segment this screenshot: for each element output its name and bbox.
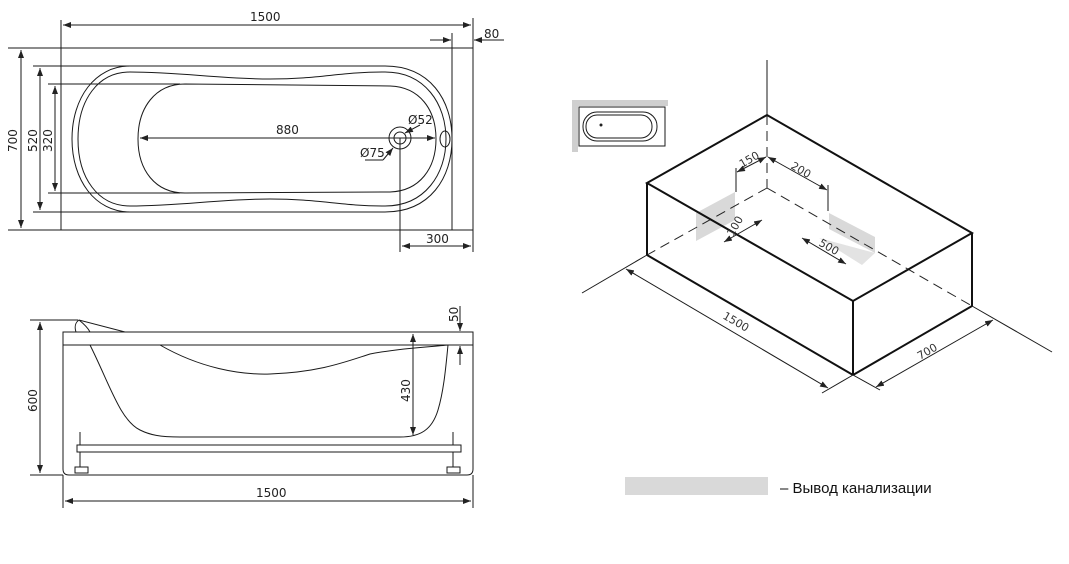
height-label: 600 xyxy=(26,389,40,412)
dim-200-label: 200 xyxy=(789,159,814,181)
width-label: 700 xyxy=(6,129,20,152)
rim-height-label: 50 xyxy=(447,307,461,322)
top-view: 1500 80 700 520 320 880 Ø52 Ø75 300 xyxy=(6,10,504,252)
drain-offset-label: 300 xyxy=(426,232,449,246)
dim-150-label: 150 xyxy=(737,149,762,171)
basin-length-label: 880 xyxy=(276,123,299,137)
basin-width-label: 320 xyxy=(41,129,55,152)
legend-swatch xyxy=(625,477,768,495)
side-view: 600 50 430 1500 xyxy=(26,306,474,508)
iso-width-label: 700 xyxy=(915,341,940,363)
iso-view: 150 200 100 500 1500 700 xyxy=(581,60,1053,394)
foot-right xyxy=(446,466,461,474)
tub-outline-side xyxy=(62,331,474,476)
overflow-hole xyxy=(439,130,451,148)
inner-width-label: 520 xyxy=(26,129,40,152)
drain-outer-diameter-label: Ø75 xyxy=(360,146,385,160)
legend: – Вывод канализации xyxy=(625,477,932,497)
side-length-label: 1500 xyxy=(256,486,287,500)
drain-outlet-patch-1 xyxy=(696,192,735,241)
length-label: 1500 xyxy=(250,10,281,24)
overflow-offset-label: 80 xyxy=(484,27,499,41)
basin-outline xyxy=(137,83,437,194)
drain-inner-diameter-label: Ø52 xyxy=(408,113,433,127)
depth-label: 430 xyxy=(399,379,413,402)
dim-500-label: 500 xyxy=(817,236,842,258)
drain-outlet-patch-2 xyxy=(829,213,875,253)
placement-thumbnail xyxy=(572,100,668,152)
legend-label: – Вывод канализации xyxy=(780,480,932,497)
foot-left xyxy=(74,466,89,474)
tub-outline-top xyxy=(60,47,474,231)
